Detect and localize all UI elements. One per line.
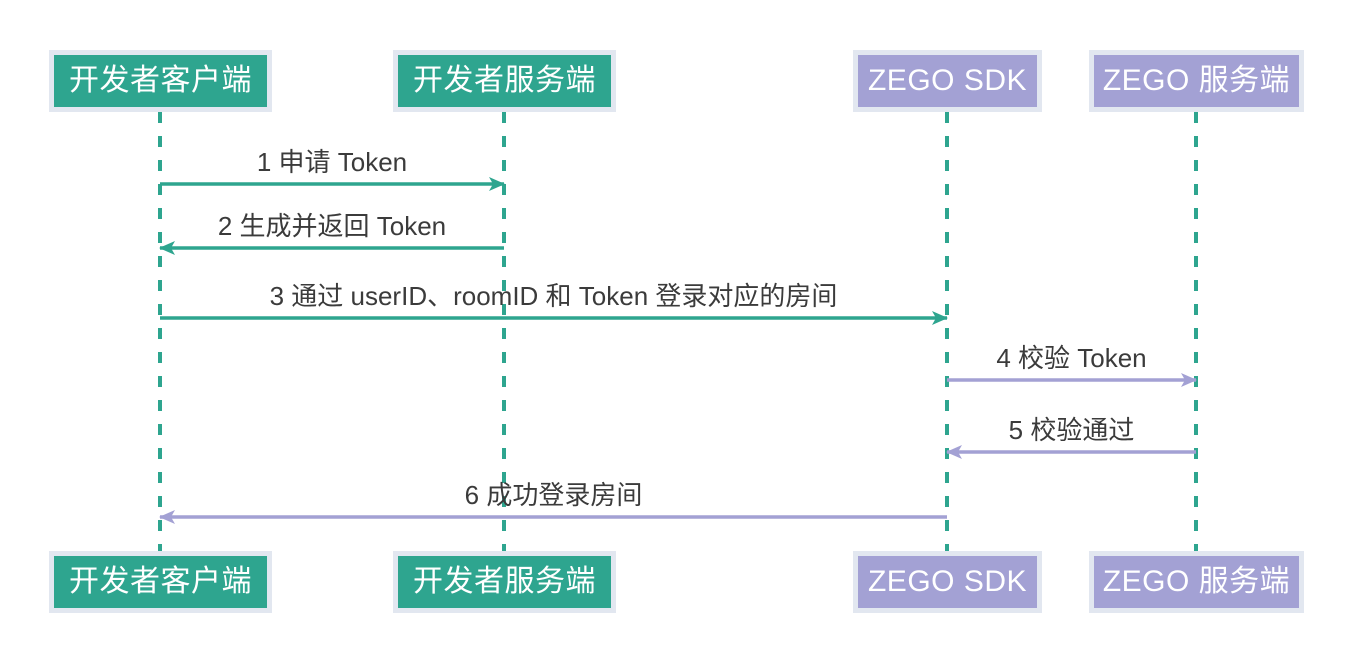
participant-dev-server-top: 开发者服务端 — [393, 50, 616, 112]
participant-zego-server-bottom: ZEGO 服务端 — [1089, 551, 1304, 613]
participant-dev-server-bottom: 开发者服务端 — [393, 551, 616, 613]
message-label-3: 3 通过 userID、roomID 和 Token 登录对应的房间 — [269, 281, 838, 311]
participant-label: ZEGO 服务端 — [1102, 565, 1291, 598]
participant-label: ZEGO 服务端 — [1102, 64, 1291, 97]
participant-zego-server-top: ZEGO 服务端 — [1089, 50, 1304, 112]
message-label-2: 2 生成并返回 Token — [217, 211, 447, 241]
participant-label: 开发者服务端 — [413, 565, 596, 598]
message-label-5: 5 校验通过 — [1008, 415, 1135, 445]
participant-dev-client-bottom: 开发者客户端 — [49, 551, 272, 613]
message-label-1: 1 申请 Token — [256, 147, 408, 177]
participant-dev-client-top: 开发者客户端 — [49, 50, 272, 112]
participant-zego-sdk-bottom: ZEGO SDK — [853, 551, 1042, 613]
message-label-4: 4 校验 Token — [996, 343, 1147, 373]
message-label-6: 6 成功登录房间 — [464, 480, 643, 510]
participant-zego-sdk-top: ZEGO SDK — [853, 50, 1042, 112]
message-arrows-group — [159, 177, 1197, 524]
lifelines-group — [158, 112, 1198, 551]
participant-label: ZEGO SDK — [867, 64, 1028, 97]
participant-label: 开发者客户端 — [69, 565, 252, 598]
participant-label: 开发者客户端 — [69, 64, 252, 97]
participant-label: ZEGO SDK — [867, 565, 1028, 598]
participant-label: 开发者服务端 — [413, 64, 596, 97]
